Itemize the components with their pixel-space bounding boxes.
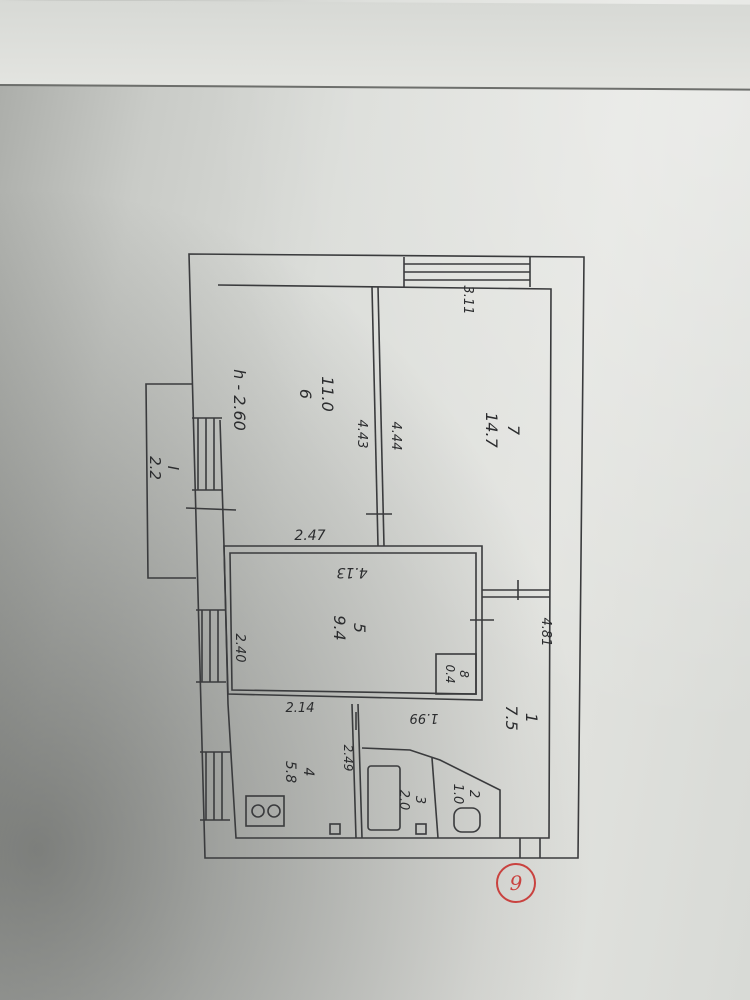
outer-wall-outline — [188, 253, 585, 859]
room-6-number: 6 — [296, 389, 315, 399]
bathtub-icon — [367, 765, 401, 831]
room-2-area: 1.0 — [450, 784, 465, 805]
room-1-number: 1 — [522, 713, 541, 723]
windows — [192, 257, 531, 821]
partition-6-7-b — [377, 286, 385, 547]
room-8-number: 8 — [457, 670, 471, 678]
room-5-area: 9.4 — [330, 615, 349, 640]
sheet-number-stamp: 9 — [496, 863, 536, 903]
balcony-outline — [145, 383, 196, 579]
room-4-number: 4 — [300, 768, 316, 777]
balcony-number: I — [164, 466, 182, 471]
dim-2-49: 2.49 — [341, 745, 355, 772]
stove-burner — [267, 804, 281, 818]
walls — [145, 253, 585, 859]
dim-2-40: 2.40 — [232, 634, 247, 663]
room-3-area: 2.0 — [396, 790, 411, 811]
closet-8 — [435, 653, 477, 695]
dim-2-14: 2.14 — [286, 701, 315, 716]
room-1-area: 7.5 — [502, 705, 521, 730]
fixture-box — [329, 823, 341, 835]
room-5-walls — [223, 545, 483, 701]
room-4-area: 5.8 — [282, 761, 298, 783]
stove-icon — [245, 795, 285, 827]
bath-wall — [361, 747, 501, 838]
room-2-number: 2 — [466, 790, 481, 798]
room-5-number: 5 — [350, 623, 369, 633]
dim-1-99: 1.99 — [410, 710, 439, 725]
toilet-icon — [453, 807, 481, 833]
sheet-number: 9 — [509, 871, 523, 895]
inner-wall-outline — [217, 284, 552, 839]
dim-4-13: 4.13 — [336, 564, 367, 580]
room-8-area: 0.4 — [443, 664, 457, 683]
fixture-box — [415, 823, 427, 835]
dim-2-47: 2.47 — [294, 528, 325, 544]
dim-3-11: 3.11 — [460, 286, 475, 315]
bath-divider — [431, 757, 439, 839]
balcony-area: 2.2 — [146, 456, 164, 480]
partition-kitchen — [351, 703, 357, 839]
dim-4-44: 4.44 — [388, 422, 403, 451]
room-7-number: 7 — [504, 425, 523, 436]
room-3-number: 3 — [412, 796, 427, 804]
room-7-area: 14.7 — [482, 412, 501, 448]
partition-6-7 — [371, 286, 379, 547]
dim-4-81: 4.81 — [538, 618, 553, 647]
ceiling-height: h - 2.60 — [230, 369, 249, 431]
dim-4-43: 4.43 — [354, 420, 369, 449]
labels: h - 2.60 11.0 6 7 14.7 5 9.4 1 7.5 4 5.8… — [146, 286, 553, 811]
partition-kitchen-b — [357, 703, 363, 839]
room-6-area: 11.0 — [318, 376, 337, 412]
stove-burner — [251, 804, 265, 818]
dim-tick — [185, 507, 237, 511]
